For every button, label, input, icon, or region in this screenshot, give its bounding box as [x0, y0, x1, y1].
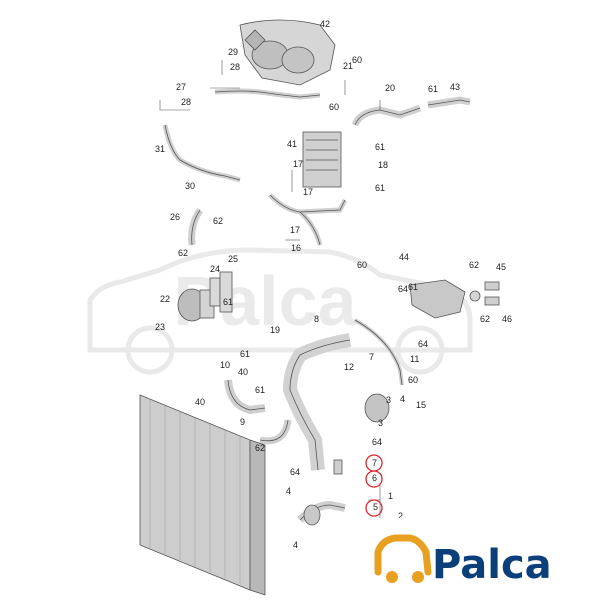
part-label-60: 60 [329, 102, 339, 112]
pipe-16 [268, 193, 348, 246]
part-label-5: 5 [373, 502, 378, 512]
part-label-7: 7 [369, 352, 374, 362]
part-label-62: 62 [178, 248, 188, 258]
part-label-16: 16 [291, 243, 301, 253]
part-label-22: 22 [160, 294, 170, 304]
part-label-4: 4 [293, 540, 298, 550]
part-label-9: 9 [240, 417, 245, 427]
part-label-64: 64 [418, 339, 428, 349]
part-label-40: 40 [195, 397, 205, 407]
part-label-23: 23 [155, 322, 165, 332]
part-label-29: 29 [228, 47, 238, 57]
part-label-61: 61 [408, 282, 418, 292]
part-label-7: 7 [372, 458, 377, 468]
oil-cooler [302, 131, 342, 188]
part-label-2: 2 [398, 511, 403, 521]
thermostat-housing [409, 279, 500, 319]
part-label-20: 20 [385, 83, 395, 93]
part-label-31: 31 [155, 144, 165, 154]
part-label-43: 43 [450, 82, 460, 92]
part-label-21: 21 [343, 61, 353, 71]
part-label-64: 64 [398, 284, 408, 294]
part-label-62: 62 [469, 260, 479, 270]
part-label-60: 60 [352, 55, 362, 65]
part-label-25: 25 [228, 254, 238, 264]
part-label-15: 15 [416, 400, 426, 410]
part-label-30: 30 [185, 181, 195, 191]
part-label-61: 61 [255, 385, 265, 395]
part-label-61: 61 [375, 142, 385, 152]
part-label-11: 11 [410, 354, 419, 364]
part-label-64: 64 [372, 437, 382, 447]
lower-hose [297, 500, 346, 526]
part-label-18: 18 [378, 160, 388, 170]
part-label-45: 45 [496, 262, 506, 272]
car-icon [374, 534, 432, 583]
part-label-61: 61 [223, 297, 233, 307]
part-label-62: 62 [255, 443, 265, 453]
part-label-10: 10 [220, 360, 230, 370]
part-label-40: 40 [238, 367, 248, 377]
part-label-41: 41 [287, 139, 297, 149]
intake-manifold [239, 19, 336, 86]
hose-20-43 [351, 96, 471, 127]
part-label-27: 27 [176, 82, 186, 92]
part-label-24: 24 [210, 264, 220, 274]
hose-26 [188, 208, 203, 246]
part-label-17: 17 [293, 159, 303, 169]
part-label-12: 12 [344, 362, 354, 372]
highlight-circle-5 [365, 499, 383, 517]
water-pump-22 [177, 288, 215, 322]
part-label-46: 46 [502, 314, 512, 324]
part-label-64: 64 [290, 467, 300, 477]
part-label-17: 17 [290, 225, 300, 235]
housing-3 [364, 393, 390, 423]
part-label-1: 1 [388, 491, 393, 501]
main-hoses [224, 318, 404, 471]
sensor-7 [333, 459, 343, 475]
radiator [139, 394, 266, 596]
part-label-6: 6 [372, 473, 377, 483]
part-label-17: 17 [303, 187, 313, 197]
part-label-8: 8 [314, 314, 319, 324]
part-label-42: 42 [320, 19, 330, 29]
part-label-61: 61 [240, 349, 250, 359]
part-label-4: 4 [400, 394, 405, 404]
part-label-19: 19 [270, 325, 280, 335]
part-label-62: 62 [480, 314, 490, 324]
part-label-26: 26 [170, 212, 180, 222]
part-label-61: 61 [375, 183, 385, 193]
highlight-markers [365, 454, 383, 517]
part-label-60: 60 [408, 375, 418, 385]
bracket-24-25 [209, 271, 233, 313]
part-label-4: 4 [286, 486, 291, 496]
part-label-44: 44 [399, 252, 409, 262]
part-label-28: 28 [230, 62, 240, 72]
upper-coolant-pipe [162, 88, 321, 183]
part-label-3: 3 [386, 395, 391, 405]
part-label-28: 28 [181, 97, 191, 107]
part-label-62: 62 [213, 216, 223, 226]
highlight-circle-6 [365, 470, 383, 488]
part-label-61: 61 [428, 84, 438, 94]
brand-name: Palca [432, 542, 552, 588]
palca-logo: Palca [365, 518, 587, 588]
part-label-60: 60 [357, 260, 367, 270]
part-label-3: 3 [378, 418, 383, 428]
